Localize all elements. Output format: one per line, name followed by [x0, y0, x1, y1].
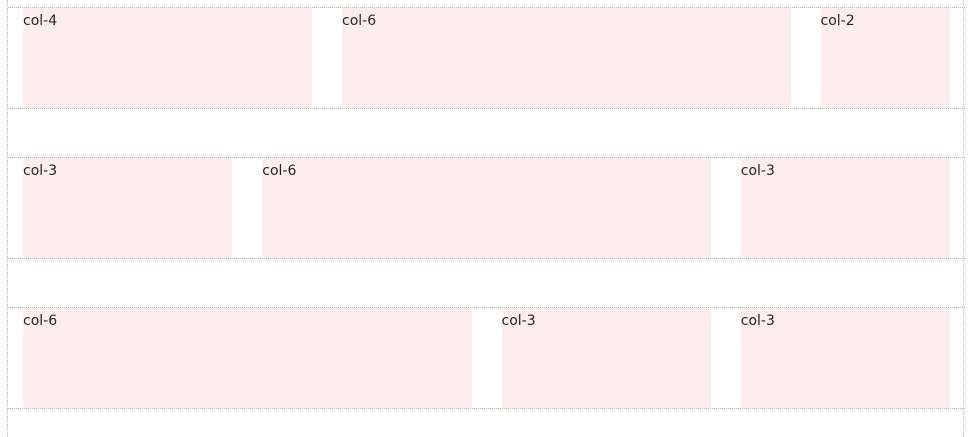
- grid-column-col-6: col-6: [327, 8, 806, 108]
- grid-column-col-4: col-4: [8, 8, 327, 108]
- grid-row-1: col-4 col-6 col-2: [8, 7, 965, 109]
- column-label: col-6: [342, 8, 791, 108]
- grid-column-col-3: col-3: [726, 158, 965, 258]
- column-label: col-6: [262, 158, 711, 258]
- grid-column-col-6: col-6: [8, 308, 487, 408]
- grid-row-2: col-3 col-6 col-3: [8, 157, 965, 259]
- grid-column-col-3: col-3: [726, 308, 965, 408]
- grid-column-col-6: col-6: [247, 158, 726, 258]
- grid-column-col-3: col-3: [8, 158, 247, 258]
- grid-column-col-2: col-2: [806, 8, 966, 108]
- column-label: col-4: [23, 8, 312, 108]
- column-label: col-2: [820, 8, 950, 108]
- column-label: col-3: [23, 158, 233, 258]
- grid-row-3: col-6 col-3 col-3: [8, 307, 965, 409]
- grid-container: col-4 col-6 col-2 col-3 col-6 col-3 col-…: [7, 0, 965, 437]
- column-label: col-3: [740, 308, 950, 408]
- column-label: col-3: [501, 308, 711, 408]
- grid-column-col-3: col-3: [487, 308, 726, 408]
- column-label: col-3: [740, 158, 950, 258]
- column-label: col-6: [23, 308, 472, 408]
